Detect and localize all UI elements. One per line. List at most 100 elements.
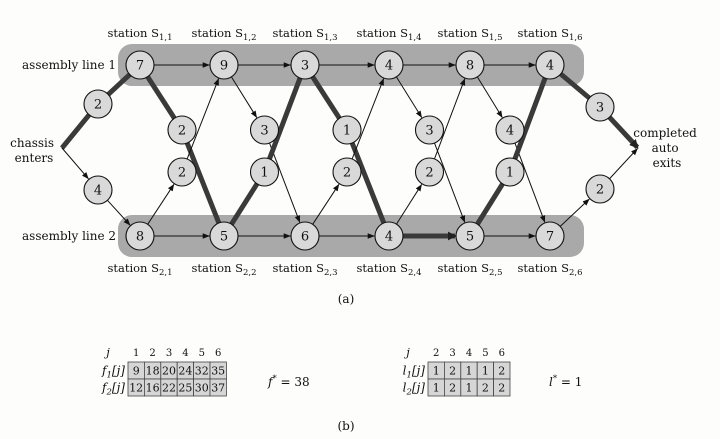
transfer-edge-2-to-1 [267, 77, 303, 160]
transfer-1-to-2-1-circle [167, 115, 197, 145]
transfer-edge-1-to-2 [433, 142, 466, 223]
transfer-1-to-2-2-value: 3 [260, 124, 268, 139]
station-1-6-value: 4 [546, 59, 554, 74]
station-1-1: 7 [125, 50, 155, 80]
transfer-2-to-1-2: 1 [249, 157, 280, 187]
l-table-cell-value: 1 [466, 382, 473, 395]
l-table-cell-value: 2 [449, 382, 456, 395]
entry-cost-line-1: 2 [83, 89, 113, 119]
station-1-2-circle [209, 50, 239, 80]
f-table-cell-value: 25 [178, 382, 192, 395]
line-2-label: assembly line 2 [22, 229, 116, 243]
l-table-col-header: 5 [482, 348, 488, 359]
l-table-cell-value: 1 [433, 365, 440, 378]
station-1-4-value: 4 [385, 59, 393, 74]
station-label-1-5: station S1,5 [437, 26, 502, 43]
station-1-5: 8 [455, 50, 485, 80]
f-table-cell-value: 20 [162, 365, 176, 378]
l-star: l* = 1 [549, 374, 582, 389]
entry-edge-line-2-to-station [106, 199, 131, 226]
station-1-2-value: 9 [220, 59, 228, 74]
transfer-edge-2-to-1 [186, 78, 220, 160]
f-table-cell-value: 24 [178, 365, 192, 378]
station-2-1: 8 [125, 221, 155, 251]
transfer-2-to-1-1: 2 [167, 157, 197, 187]
f-table-j-label: j [103, 345, 110, 359]
l-table-row-label: l2[j] [403, 381, 426, 398]
entry-cost-line-1-circle [83, 89, 113, 119]
l-table-col-header: 6 [499, 348, 505, 359]
exit-cost-line-2-value: 2 [596, 183, 604, 198]
station-label-1-2: station S1,2 [191, 26, 256, 43]
transfer-2-to-1-5-value: 1 [506, 166, 514, 181]
f-table-row-label: f1[j] [101, 364, 125, 381]
transfer-edge-2-to-1 [229, 182, 260, 226]
transfer-2-to-1-2-value: 1 [260, 166, 268, 181]
station-2-6: 7 [535, 221, 565, 251]
station-2-6-circle [535, 221, 565, 251]
line-1-label: assembly line 1 [22, 58, 116, 72]
chassis-enters-label: chassis enters [10, 136, 58, 165]
transfer-edge-2-to-1 [312, 183, 340, 225]
completed-auto-exits-label: completed auto exits [633, 126, 700, 170]
station-1-3: 3 [290, 50, 320, 80]
transfer-2-to-1-2-circle [249, 157, 280, 187]
exit-cost-line-2: 2 [585, 174, 615, 204]
transfer-2-to-1-1-circle [167, 157, 197, 187]
station-1-2: 9 [209, 50, 239, 80]
transfer-1-to-2-3-value: 1 [343, 124, 351, 139]
f-table-cell-value: 32 [195, 365, 209, 378]
station-1-3-circle [290, 50, 320, 80]
station-1-5-circle [455, 50, 485, 80]
l-table-row-label: l1[j] [403, 364, 426, 381]
transfer-1-to-2-5-circle [495, 115, 525, 145]
transfer-edge-1-to-2 [145, 75, 177, 120]
transfer-1-to-2-2: 3 [249, 115, 280, 145]
l-table-cell-value: 1 [482, 365, 489, 378]
l-table-cell-value: 2 [449, 365, 456, 378]
station-2-1-value: 8 [136, 230, 144, 245]
f-table-col-header: 2 [149, 348, 155, 359]
transfer-2-to-1-5-circle [495, 157, 525, 187]
transfer-edge-2-to-1 [351, 78, 385, 160]
exit-cost-line-1-value: 3 [596, 101, 604, 116]
f-table-cell-value: 22 [162, 382, 176, 395]
station-2-3-circle [290, 221, 320, 251]
f-table-cell-value: 30 [195, 382, 209, 395]
f-table-cell-value: 37 [211, 382, 225, 395]
station-label-2-2: station S2,2 [191, 261, 256, 278]
f-table-cell-value: 18 [146, 365, 160, 378]
l-table-cell [493, 378, 511, 397]
entry-edge-line-1 [60, 113, 92, 150]
station-1-3-value: 3 [301, 59, 309, 74]
f-table-cell-value: 12 [129, 382, 143, 395]
station-1-1-circle [125, 50, 155, 80]
station-label-2-4: station S2,4 [356, 261, 421, 278]
station-label-2-6: station S2,6 [517, 261, 582, 278]
entry-cost-line-2-value: 4 [94, 184, 102, 199]
caption-a: (a) [338, 292, 355, 306]
transfer-2-to-1-4: 2 [414, 157, 445, 187]
station-2-4: 4 [374, 221, 404, 251]
transfer-2-to-1-3-value: 2 [343, 166, 351, 181]
f-table-col-header: 4 [182, 348, 188, 359]
l-table-col-header: 4 [466, 348, 472, 359]
entry-edge-line-2 [61, 147, 89, 180]
transfer-edge-1-to-2 [268, 142, 301, 223]
station-2-5-circle [455, 221, 485, 251]
station-label-2-3: station S2,3 [272, 261, 337, 278]
transfer-1-to-2-4-value: 3 [425, 124, 433, 139]
l-table-col-header: 3 [449, 348, 455, 359]
exit-cost-line-1: 3 [585, 92, 615, 122]
transfer-edge-1-to-2 [395, 76, 423, 118]
f-table-col-header: 6 [215, 348, 221, 359]
transfer-1-to-2-4-circle [414, 115, 445, 145]
transfer-edge-2-to-1 [475, 182, 505, 226]
transfer-2-to-1-3-circle [332, 157, 362, 187]
station-2-2-circle [209, 221, 239, 251]
l-table-cell-value: 2 [498, 365, 505, 378]
transfer-1-to-2-5-value: 4 [506, 124, 514, 139]
station-2-2: 5 [209, 221, 239, 251]
l-table-cell-value: 1 [466, 365, 473, 378]
